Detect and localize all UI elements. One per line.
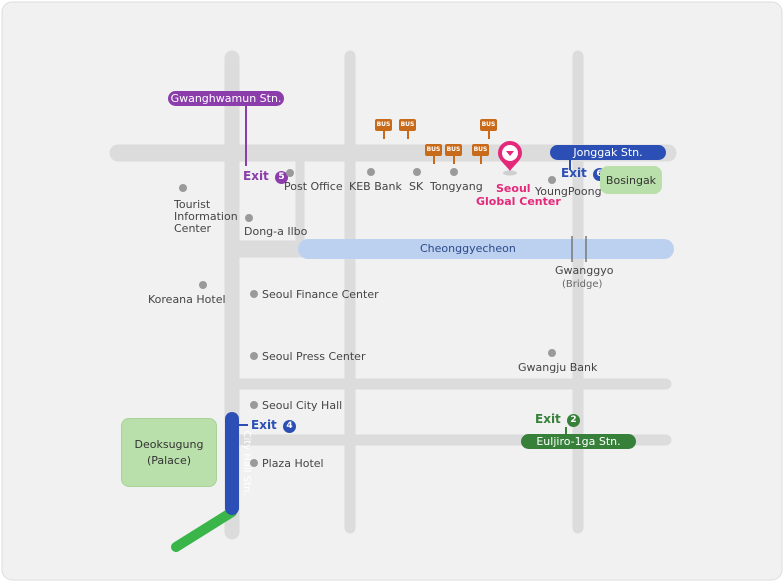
deoksugung-name: Deoksugung [134, 437, 204, 451]
poi-dot [286, 169, 294, 177]
place-donga-ilbo: Dong-a Ilbo [244, 225, 308, 238]
cheonggyecheon-stream [298, 239, 674, 259]
place-sk: SK [409, 180, 424, 193]
bus-stop-icon: BUS [445, 144, 462, 164]
place-seoul-finance-center: Seoul Finance Center [262, 288, 379, 301]
poi-dot [548, 349, 556, 357]
destination-label-line1: Seoul [496, 182, 531, 195]
bosingak-landmark: Bosingak [600, 166, 662, 194]
place-tongyang: Tongyang [430, 180, 483, 193]
poi-dot [548, 176, 556, 184]
place-keb-bank: KEB Bank [349, 180, 402, 193]
place-gwanggyo-bridge: (Bridge) [562, 279, 603, 290]
poi-dot [450, 168, 458, 176]
poi-dot [250, 352, 258, 360]
exit-5-label: Exit [243, 169, 269, 183]
bus-stop-icon: BUS [375, 119, 392, 139]
deoksugung-subtitle: (Palace) [146, 453, 192, 467]
poi-dot [367, 168, 375, 176]
exit-6-label: Exit [561, 166, 587, 180]
poi-dot [179, 184, 187, 192]
place-seoul-city-hall: Seoul City Hall [262, 399, 343, 412]
exit-5-number: 5 [274, 171, 288, 184]
poi-dot [250, 290, 258, 298]
green-line-track [171, 507, 237, 552]
cityhall-station-bar [225, 412, 239, 515]
place-tourist-info: Tourist Information Center [174, 198, 238, 235]
exit-2: Exit 2 [535, 412, 580, 427]
poi-dot [250, 459, 258, 467]
place-youngpoong: YoungPoong [535, 185, 602, 198]
bus-stop-icon: BUS [472, 144, 489, 164]
location-pin-icon [498, 141, 522, 176]
poi-dot [413, 168, 421, 176]
jonggak-station-label: Jonggak Stn. [550, 145, 666, 160]
deoksugung-landmark: Deoksugung (Palace) [121, 418, 217, 487]
bus-stop-icon: BUS [425, 144, 442, 164]
exit-2-label: Exit [535, 412, 561, 426]
bus-stop-icon: BUS [480, 119, 497, 139]
euljiro-station-label: Euljiro-1ga Stn. [521, 434, 636, 449]
destination-label-line2: Global Center [476, 195, 561, 208]
gwanghwamun-station-label: Gwanghwamun Stn. [168, 91, 284, 106]
place-gwanggyo: Gwanggyo [555, 264, 614, 277]
place-gwangju-bank: Gwangju Bank [518, 361, 598, 374]
poi-dot [250, 401, 258, 409]
exit-5: Exit 5 [243, 169, 288, 184]
place-koreana-hotel: Koreana Hotel [148, 293, 226, 306]
poi-dot [245, 214, 253, 222]
exit-4-label: Exit [251, 418, 277, 432]
bus-stop-icon: BUS [399, 119, 416, 139]
exit-4-number: 4 [282, 420, 296, 433]
place-post-office: Post Office [284, 180, 343, 193]
place-plaza-hotel: Plaza Hotel [262, 457, 324, 470]
cheonggyecheon-label: Cheonggyecheon [420, 242, 516, 255]
exit-4: Exit 4 [251, 418, 296, 433]
place-seoul-press-center: Seoul Press Center [262, 350, 366, 363]
poi-dot [199, 281, 207, 289]
exit-2-number: 2 [566, 414, 580, 427]
